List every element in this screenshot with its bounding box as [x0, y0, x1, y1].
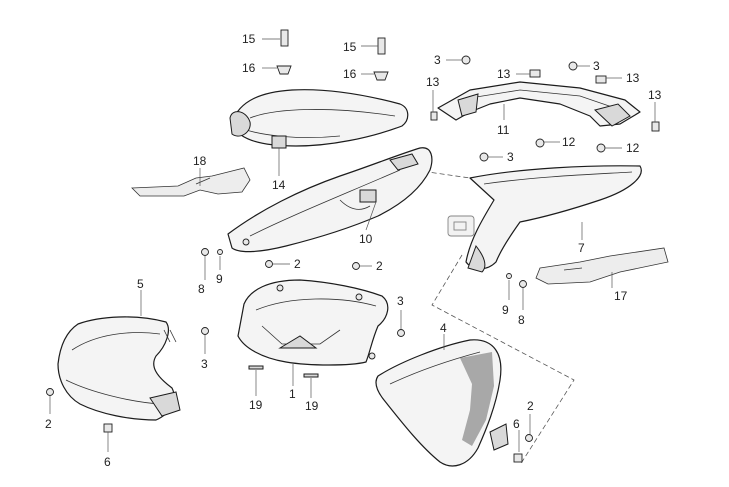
callout-15-left: 15 — [242, 32, 256, 46]
callout-3-e: 3 — [201, 357, 208, 371]
fastener-15-left — [276, 29, 292, 75]
leader-lines — [49, 38, 656, 452]
callout-10: 10 — [359, 232, 373, 246]
callout-13-b: 13 — [497, 67, 511, 81]
callout-16-left: 16 — [242, 61, 256, 75]
callout-13-d: 13 — [648, 88, 662, 102]
callout-3-a: 3 — [434, 53, 441, 67]
callout-6-b: 6 — [513, 417, 520, 431]
callout-13-c: 13 — [626, 71, 640, 85]
callout-8-right: 8 — [518, 313, 525, 327]
callout-3-d: 3 — [507, 150, 514, 164]
callout-7: 7 — [578, 241, 585, 255]
callout-1: 1 — [289, 387, 296, 401]
connector-part — [447, 215, 475, 237]
callout-4: 4 — [440, 321, 447, 335]
grab-rail-bracket-part — [430, 69, 660, 132]
callout-5: 5 — [137, 277, 144, 291]
front-cowl-part — [57, 316, 181, 421]
fastener-15-right — [373, 37, 389, 81]
right-front-cover-part — [375, 339, 533, 467]
callout-13-a: 13 — [426, 75, 440, 89]
callout-6-a: 6 — [104, 455, 111, 469]
front-fasteners — [46, 388, 113, 433]
callout-12-b: 12 — [626, 141, 640, 155]
callout-2-b: 2 — [376, 259, 383, 273]
decal-17 — [535, 247, 669, 285]
callout-18: 18 — [193, 154, 207, 168]
callout-2-c: 2 — [45, 417, 52, 431]
callout-labels: 15 16 15 16 3 13 13 3 13 3 13 11 12 12 3… — [45, 32, 662, 469]
left-side-cover-part — [227, 147, 433, 253]
right-side-cover-part — [465, 165, 642, 273]
callout-14: 14 — [272, 178, 286, 192]
side-fasteners-right — [506, 273, 527, 288]
center-tray-part — [237, 279, 389, 366]
callout-17: 17 — [614, 289, 628, 303]
callout-3-f: 3 — [397, 294, 404, 308]
callout-12-a: 12 — [562, 135, 576, 149]
callout-9-right: 9 — [502, 303, 509, 317]
rear-seat-part — [229, 89, 409, 149]
decal-18 — [131, 167, 251, 197]
callout-2-d: 2 — [527, 399, 534, 413]
callout-19-a: 19 — [249, 398, 263, 412]
callout-9-left: 9 — [216, 272, 223, 286]
callout-11: 11 — [497, 123, 510, 137]
callout-2-a: 2 — [294, 257, 301, 271]
side-fasteners-left — [201, 248, 405, 337]
callout-15-right: 15 — [343, 40, 357, 54]
callout-3-b: 3 — [593, 59, 600, 73]
small-parts-19 — [248, 365, 319, 378]
callout-19-b: 19 — [305, 399, 319, 413]
callout-16-right: 16 — [343, 67, 357, 81]
callout-8-left: 8 — [198, 282, 205, 296]
